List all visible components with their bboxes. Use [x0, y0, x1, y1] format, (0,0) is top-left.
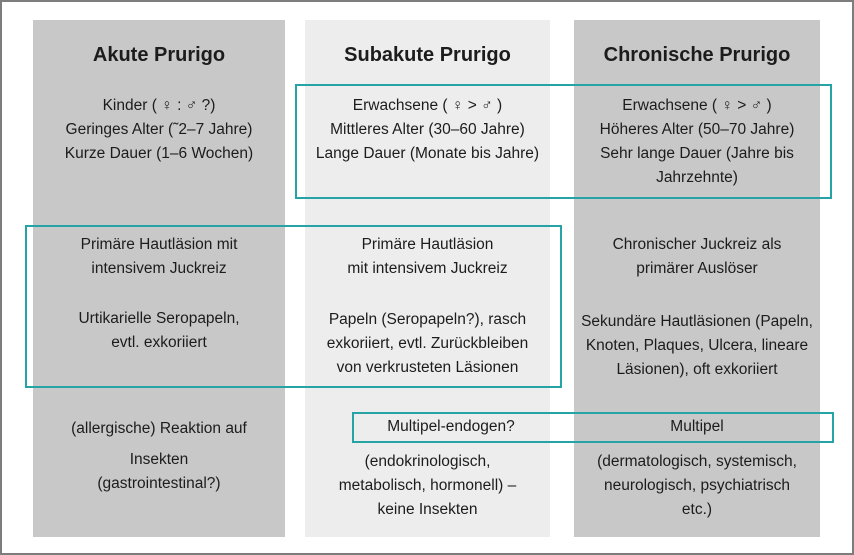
- akute-primary-lesion: Primäre Hautläsion mit intensivem Juckre…: [33, 233, 285, 281]
- trigger-line: neurologisch, psychiatrisch: [603, 477, 791, 494]
- trigger-line: (allergische) Reaktion auf: [71, 420, 247, 437]
- lesion-line: evtl. exkoriiert: [111, 334, 207, 351]
- chronische-demographics: Erwachsene ( ♀ > ♂ ) Höheres Alter (50–7…: [574, 94, 820, 190]
- trigger-line: keine Insekten: [377, 501, 478, 518]
- akute-demographics: Kinder ( ♀ : ♂ ?) Geringes Alter (˜2–7 J…: [33, 94, 285, 166]
- lesion-line: von verkrusteten Läsionen: [336, 359, 519, 376]
- lesion-line: Primäre Hautläsion mit: [80, 236, 238, 253]
- column-title-subakute: Subakute Prurigo: [344, 44, 511, 66]
- column-title-chronische: Chronische Prurigo: [603, 44, 791, 66]
- lesion-line: Knoten, Plaques, Ulcera, lineare: [585, 337, 809, 354]
- lesion-line: Urtikarielle Seropapeln,: [78, 310, 240, 327]
- demographics-line: Lange Dauer (Monate bis Jahre): [315, 145, 540, 162]
- trigger-line: Multipel: [670, 418, 724, 435]
- akute-trigger-head: (allergische) Reaktion auf: [33, 417, 285, 441]
- column-title-akute: Akute Prurigo: [92, 44, 226, 66]
- akute-trigger-detail: Insekten (gastrointestinal?): [33, 448, 285, 496]
- lesion-line: mit intensivem Juckreiz: [347, 260, 508, 277]
- lesion-line: intensivem Juckreiz: [91, 260, 227, 277]
- chronische-secondary-lesion: Sekundäre Hautläsionen (Papeln, Knoten, …: [574, 310, 820, 382]
- trigger-line: (endokrinologisch,: [364, 453, 491, 470]
- subakute-demographics: Erwachsene ( ♀ > ♂ ) Mittleres Alter (30…: [305, 94, 550, 166]
- demographics-line: Erwachsene ( ♀ > ♂ ): [622, 97, 772, 114]
- lesion-line: exkoriiert, evtl. Zurückbleiben: [326, 335, 529, 352]
- chronische-trigger-detail: (dermatologisch, systemisch, neurologisc…: [574, 450, 820, 522]
- subakute-trigger-head: Multipel-endogen?: [352, 415, 550, 439]
- demographics-line: Erwachsene ( ♀ > ♂ ): [352, 97, 503, 114]
- lesion-line: Papeln (Seropapeln?), rasch: [328, 311, 527, 328]
- demographics-line: Mittleres Alter (30–60 Jahre): [330, 121, 525, 138]
- demographics-line: Geringes Alter (˜2–7 Jahre): [65, 121, 253, 138]
- demographics-line: Sehr lange Dauer (Jahre bis: [600, 145, 794, 162]
- lesion-line: Chronischer Juckreiz als: [612, 236, 782, 253]
- akute-secondary-lesion: Urtikarielle Seropapeln, evtl. exkoriier…: [33, 307, 285, 355]
- subakute-trigger-detail: (endokrinologisch, metabolisch, hormonel…: [305, 450, 550, 522]
- column-akute-prurigo: Akute Prurigo Kinder ( ♀ : ♂ ?) Geringes…: [33, 20, 285, 537]
- trigger-line: (dermatologisch, systemisch,: [597, 453, 797, 470]
- demographics-line: Kurze Dauer (1–6 Wochen): [64, 145, 254, 162]
- trigger-line: metabolisch, hormonell) –: [338, 477, 517, 494]
- demographics-line: Kinder ( ♀ : ♂ ?): [102, 97, 216, 114]
- column-chronische-prurigo: Chronische Prurigo Erwachsene ( ♀ > ♂ ) …: [574, 20, 820, 537]
- column-subakute-prurigo: Subakute Prurigo Erwachsene ( ♀ > ♂ ) Mi…: [305, 20, 550, 537]
- lesion-line: Sekundäre Hautläsionen (Papeln,: [581, 313, 813, 330]
- trigger-line: Insekten: [129, 451, 189, 468]
- lesion-line: Primäre Hautläsion: [361, 236, 494, 253]
- demographics-line: Jahrzehnte): [656, 169, 738, 186]
- chronische-trigger-head: Multipel: [574, 415, 820, 439]
- chronische-primary-lesion: Chronischer Juckreiz als primärer Auslös…: [574, 233, 820, 281]
- subakute-primary-lesion: Primäre Hautläsion mit intensivem Juckre…: [305, 233, 550, 281]
- lesion-line: Läsionen), oft exkoriiert: [616, 361, 778, 378]
- trigger-line: (gastrointestinal?): [97, 475, 221, 492]
- demographics-line: Höheres Alter (50–70 Jahre): [599, 121, 795, 138]
- subakute-secondary-lesion: Papeln (Seropapeln?), rasch exkoriiert, …: [305, 308, 550, 380]
- trigger-line: Multipel-endogen?: [387, 418, 515, 435]
- trigger-line: etc.): [681, 501, 713, 518]
- lesion-line: primärer Auslöser: [636, 260, 758, 277]
